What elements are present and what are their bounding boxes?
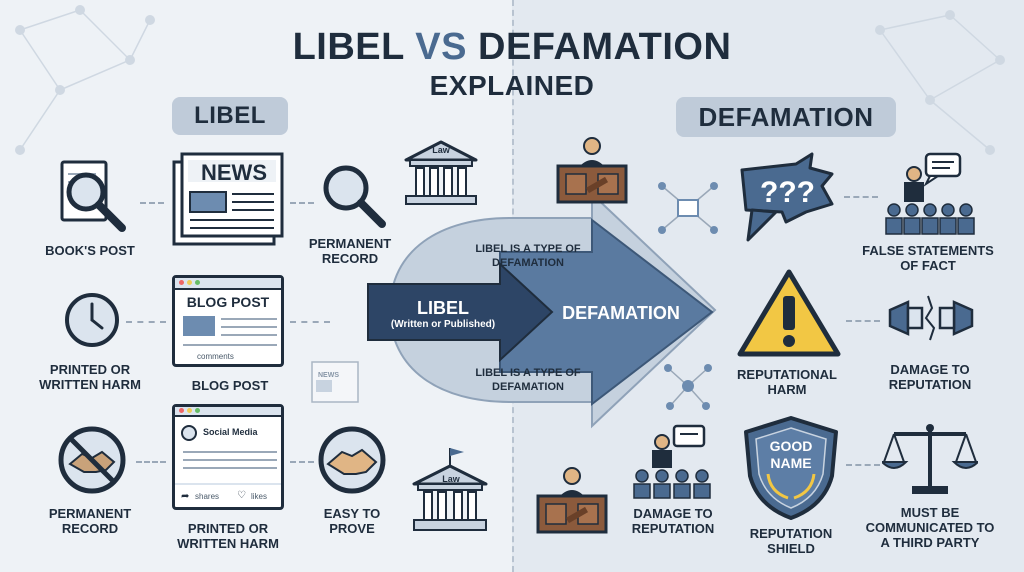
scales-of-justice-icon: [882, 424, 978, 494]
speaker-audience-icon: [885, 152, 975, 235]
connector-dash: [126, 321, 166, 323]
network-decoration-left: [15, 5, 155, 155]
courthouse-bottom-label: Law: [442, 474, 460, 484]
damage-reputation-right-label: DAMAGE TO REPUTATION: [888, 362, 972, 392]
social-media-window: Social Media ➦ shares ♡ likes: [172, 404, 284, 510]
newspaper-icon: [172, 152, 284, 246]
news-thumbnail-icon: [311, 361, 359, 403]
question-speech-bubble-icon: ???: [740, 152, 834, 242]
network-decoration-right: [875, 10, 1005, 155]
good-name-text: GOOD NAME: [769, 438, 813, 471]
blog-post-header: BLOG POST: [186, 294, 270, 310]
books-post-label: BOOK'S POST: [45, 243, 135, 258]
network-cluster-small-icon: [664, 364, 712, 410]
reputational-harm-label: REPUTATIONAL HARM: [737, 367, 837, 397]
connector-dash: [846, 464, 880, 466]
reputation-shield-label: REPUTATION SHIELD: [749, 526, 833, 556]
defamation-header: DEFAMATION: [676, 97, 896, 137]
libel-type-top-text: LIBEL IS A TYPE OF DEFAMATION: [475, 243, 581, 269]
connector-dash: [290, 461, 314, 463]
blog-comments-text: comments: [197, 352, 234, 361]
libel-arrow-sublabel: (Written or Published): [390, 319, 496, 330]
magnifier-icon: [323, 165, 386, 228]
profile-avatar-icon: [181, 425, 197, 441]
heart-icon: ♡: [237, 490, 246, 501]
newspaper-headline: NEWS: [201, 160, 267, 185]
magnifier-document-icon: [60, 160, 126, 232]
printed-harm-left-label: PRINTED OR WRITTEN HARM: [39, 362, 141, 392]
speaker-group-icon: [633, 424, 711, 499]
broken-connection-icon: [888, 295, 974, 341]
easy-to-prove-label: EASY TO PROVE: [323, 506, 381, 536]
libel-type-bottom-text: LIBEL IS A TYPE OF DEFAMATION: [475, 367, 581, 393]
good-name-shield-icon: [744, 416, 838, 520]
blog-post-label: BLOG POST: [191, 378, 269, 393]
courthouse-icon: [404, 140, 478, 205]
shares-text: shares: [195, 492, 220, 501]
main-title: LIBEL VS DEFAMATION: [292, 26, 732, 68]
blog-post-window: BLOG POST comments: [172, 275, 284, 367]
svg-text:???: ???: [760, 176, 815, 209]
judge-bench-bottom-icon: [536, 467, 608, 534]
connector-dash: [140, 202, 164, 204]
connector-dash: [846, 320, 880, 322]
warning-triangle-icon: [737, 269, 841, 357]
printed-harm-bottom-label: PRINTED OR WRITTEN HARM: [177, 521, 279, 551]
social-media-text: Social Media: [203, 427, 258, 437]
defamation-arrow-label: DEFAMATION: [562, 303, 680, 323]
courthouse-flag-icon: [412, 448, 488, 531]
libel-arrow-label: LIBEL: [417, 298, 469, 318]
news-thumbnail-label: NEWS: [318, 372, 339, 379]
center-arrow-graphic: [367, 191, 717, 429]
connector-dash: [290, 202, 314, 204]
connector-dash: [844, 196, 878, 198]
handshake-icon: [318, 426, 386, 494]
main-subtitle: EXPLAINED: [429, 70, 595, 101]
courthouse-top-label: Law: [432, 145, 450, 155]
damage-reputation-bottom-label: DAMAGE TO REPUTATION: [631, 506, 715, 536]
share-icon: ➦: [181, 491, 190, 502]
judge-bench-icon: [556, 137, 628, 204]
network-cluster-icon: [658, 182, 718, 234]
false-statements-label: FALSE STATEMENTS OF FACT: [862, 243, 994, 273]
libel-header: LIBEL: [172, 97, 288, 135]
connector-dash: [136, 461, 166, 463]
third-party-label: MUST BE COMMUNICATED TO A THIRD PARTY: [865, 505, 995, 550]
connector-dash: [290, 321, 330, 323]
permanent-record-bottom-label: PERMANENT RECORD: [48, 506, 132, 536]
clock-icon: [65, 293, 119, 347]
no-handshake-icon: [58, 426, 126, 494]
permanent-record-top-label: PERMANENT RECORD: [308, 236, 392, 266]
likes-text: likes: [251, 492, 268, 501]
